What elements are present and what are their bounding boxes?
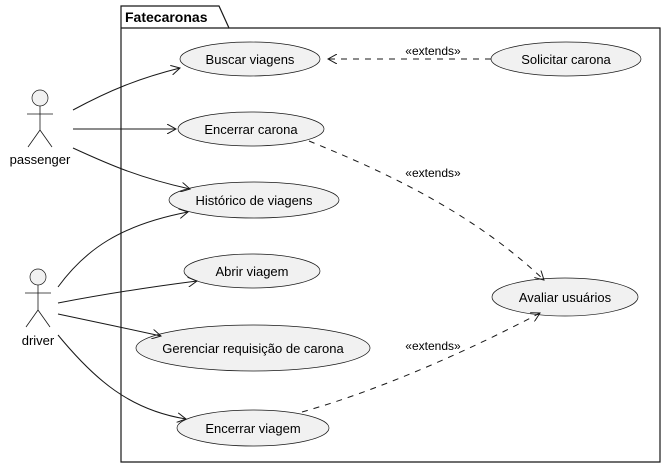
package-title: Fatecaronas xyxy=(125,9,208,25)
use-case-encerrar-carona: Encerrar carona xyxy=(177,111,325,147)
extends-label-top: «extends» xyxy=(405,44,461,58)
actor-head xyxy=(29,268,47,286)
actor-driver: driver xyxy=(22,268,55,348)
use-case-avaliar-usuarios: Avaliar usuários xyxy=(491,277,639,317)
use-case-gerenciar-requisicao: Gerenciar requisição de carona xyxy=(135,324,371,372)
use-case-label: Encerrar carona xyxy=(204,122,298,137)
use-case-label: Encerrar viagem xyxy=(205,421,300,436)
use-case-abrir-viagem: Abrir viagem xyxy=(183,253,321,289)
use-case-encerrar-viagem: Encerrar viagem xyxy=(176,409,330,447)
use-case-label: Solicitar carona xyxy=(521,52,611,67)
assoc-driver-encerrar-viagem xyxy=(57,334,186,419)
use-case-label: Histórico de viagens xyxy=(195,193,313,208)
actor-leg-right xyxy=(39,129,53,148)
assoc-passenger-historico xyxy=(72,147,190,189)
use-case-buscar-viagens: Buscar viagens xyxy=(179,41,321,77)
use-case-label: Avaliar usuários xyxy=(519,290,612,305)
assoc-passenger-buscar xyxy=(72,68,180,111)
extends-label-bottom: «extends» xyxy=(405,339,461,353)
actor-leg-left xyxy=(27,129,41,148)
use-case-label: Buscar viagens xyxy=(206,52,295,67)
use-case-label: Abrir viagem xyxy=(216,264,289,279)
actor-label: driver xyxy=(22,333,55,348)
actor-label: passenger xyxy=(10,152,71,167)
actor-leg-left xyxy=(25,309,39,328)
assoc-driver-gerenciar xyxy=(57,313,161,336)
actor-passenger: passenger xyxy=(10,89,71,167)
actor-leg-right xyxy=(37,309,51,328)
actor-head xyxy=(31,89,49,107)
extends-label-middle: «extends» xyxy=(405,166,461,180)
use-case-solicitar-carona: Solicitar carona xyxy=(490,41,642,77)
use-case-label: Gerenciar requisição de carona xyxy=(162,341,344,356)
assoc-driver-abrir xyxy=(57,281,197,304)
assoc-driver-historico xyxy=(57,212,188,288)
use-case-historico-viagens: Histórico de viagens xyxy=(168,181,340,219)
